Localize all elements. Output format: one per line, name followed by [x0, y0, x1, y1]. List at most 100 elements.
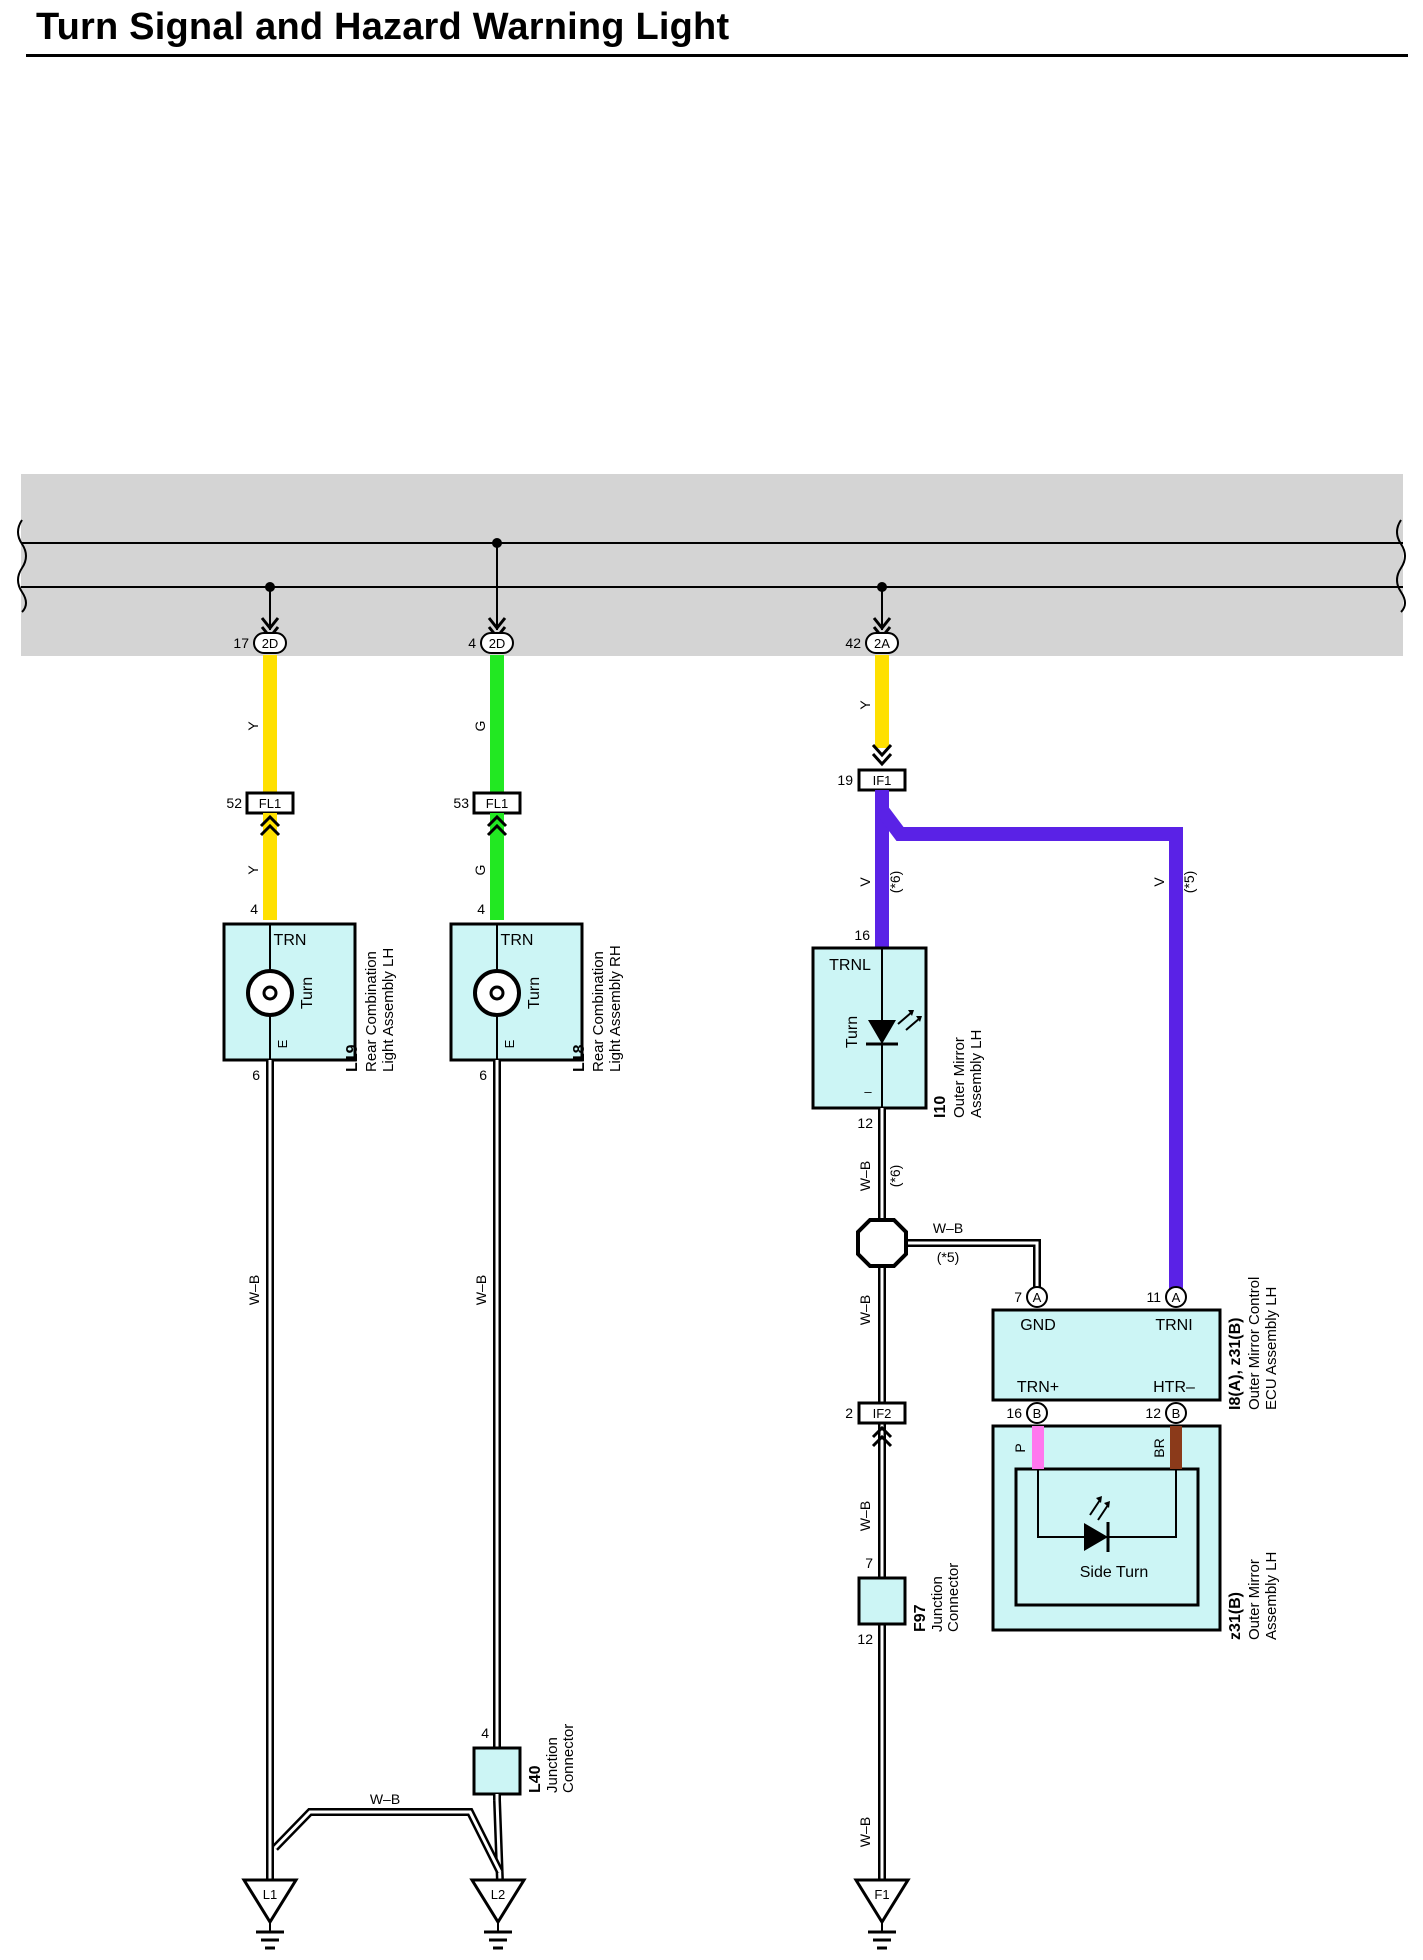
svg-text:L2: L2 [491, 1887, 505, 1902]
wire-code: V [857, 877, 873, 887]
wire-code: W–B [246, 1275, 262, 1305]
connector-arrow [871, 1425, 893, 1448]
svg-text:Outer Mirror Control: Outer Mirror Control [1246, 1277, 1263, 1410]
connector-arrow [259, 814, 281, 837]
component-z31-label: z31(B) Outer Mirror Assembly LH [1227, 1552, 1280, 1640]
svg-text:L18: L18 [571, 1044, 588, 1072]
component-f97-junction [857, 1576, 907, 1626]
connector-if2-2: IF2 2 [845, 1401, 907, 1425]
svg-text:Connector: Connector [945, 1563, 962, 1632]
svg-text:7: 7 [1014, 1289, 1022, 1305]
ecu-pin-gnd: A 7 [1014, 1286, 1048, 1308]
connector-2a-42: 2A 42 [845, 632, 899, 654]
connector-2d-17: 2D 17 [233, 632, 287, 654]
led-icon [1084, 1523, 1108, 1551]
svg-text:Assembly LH: Assembly LH [1263, 1552, 1280, 1640]
component-ecu: GND TRNI TRN+ HTR– [991, 1308, 1222, 1402]
wire-code: BR [1151, 1438, 1167, 1457]
bulb-icon [473, 969, 521, 1017]
inner-label: Turn [526, 977, 543, 1009]
pin-number: 53 [453, 795, 469, 811]
inner-label: Side Turn [1080, 1564, 1148, 1581]
pin-number: 52 [226, 795, 242, 811]
wire-y-lower-l19 [263, 813, 277, 920]
wire-code: W–B [857, 1161, 873, 1191]
wire-code: W–B [857, 1501, 873, 1531]
wire-note: (*5) [1181, 871, 1197, 894]
component-l18-label: L18 Rear Combination Light Assembly RH [571, 945, 624, 1072]
wire-code: W–B [933, 1220, 963, 1236]
pin-number: 16 [854, 927, 870, 943]
connector-name: IF1 [873, 773, 892, 788]
component-l19-label: L19 Rear Combination Light Assembly LH [344, 948, 397, 1072]
connector-name: 2D [489, 636, 506, 651]
svg-text:B: B [1033, 1406, 1042, 1421]
connector-2d-4: 2D 4 [468, 632, 514, 654]
wire-code: W–B [370, 1791, 400, 1807]
wire-y-i10 [875, 655, 889, 748]
wire-v-to-ecu [876, 805, 1183, 1290]
component-ecu-label: I8(A), z31(B) Outer Mirror Control ECU A… [1227, 1277, 1280, 1410]
wire-code: Y [245, 721, 261, 731]
component-z31-mirror: Side Turn [991, 1424, 1222, 1632]
pin-number: 6 [252, 1067, 260, 1083]
terminal-label: – [864, 1084, 872, 1099]
terminal-label: TRN+ [1017, 1379, 1059, 1396]
ecu-pin-trni: A 11 [1146, 1286, 1187, 1308]
svg-text:Rear Combination: Rear Combination [363, 951, 380, 1072]
svg-text:Light Assembly LH: Light Assembly LH [380, 948, 397, 1072]
svg-text:z31(B): z31(B) [1227, 1592, 1244, 1640]
wire-note: (*6) [887, 871, 903, 894]
bus-break-left [17, 519, 27, 613]
wire-code: P [1012, 1443, 1028, 1452]
pin-number: 6 [479, 1067, 487, 1083]
connector-fl1-52: FL1 52 [226, 791, 295, 815]
terminal-label: TRNL [829, 957, 871, 974]
wire-code: G [472, 865, 488, 876]
svg-text:Rear Combination: Rear Combination [590, 951, 607, 1072]
ecu-pin-htr: B 12 [1145, 1402, 1187, 1424]
wire-code: W–B [473, 1275, 489, 1305]
bulb-icon [246, 969, 294, 1017]
terminal-label: TRNI [1155, 1317, 1192, 1334]
wire-code: V [1151, 877, 1167, 887]
svg-text:Junction: Junction [929, 1576, 946, 1632]
svg-text:F97: F97 [912, 1604, 929, 1632]
pin-number: 4 [250, 901, 258, 917]
connector-name: IF2 [873, 1406, 892, 1421]
connector-arrow [871, 743, 893, 767]
wire-y-upper-l19 [263, 655, 277, 793]
svg-text:Outer Mirror: Outer Mirror [951, 1037, 968, 1118]
svg-text:Assembly LH: Assembly LH [968, 1030, 985, 1118]
svg-text:L19: L19 [344, 1044, 361, 1072]
component-l19-lamp: TRN Turn E [222, 922, 357, 1062]
wire-code: G [472, 721, 488, 732]
wire-g-lower-l18 [490, 813, 504, 920]
svg-text:Light Assembly RH: Light Assembly RH [607, 945, 624, 1072]
connector-name: FL1 [259, 796, 281, 811]
wire-code: W–B [857, 1295, 873, 1325]
component-l18-lamp: TRN Turn E [449, 922, 584, 1062]
wire-note: (*5) [937, 1249, 960, 1265]
pin-number: 42 [845, 635, 861, 651]
connector-name: FL1 [486, 796, 508, 811]
component-l40-junction [472, 1746, 522, 1796]
inner-label: Turn [844, 1016, 861, 1048]
svg-text:12: 12 [1145, 1405, 1161, 1421]
title-rule [26, 54, 1408, 57]
splice-point [856, 1218, 908, 1268]
connector-if1-19: IF1 19 [837, 768, 907, 792]
pin-number: 17 [233, 635, 249, 651]
svg-text:16: 16 [1006, 1405, 1022, 1421]
wire-code: W–B [857, 1817, 873, 1847]
svg-text:L1: L1 [263, 1887, 277, 1902]
connector-name: 2D [262, 636, 279, 651]
svg-text:Connector: Connector [560, 1724, 577, 1793]
connector-name: 2A [874, 636, 890, 651]
svg-text:B: B [1172, 1406, 1181, 1421]
pin-number: 19 [837, 772, 853, 788]
inner-label: Turn [299, 977, 316, 1009]
ecu-pin-trnp: B 16 [1006, 1402, 1048, 1424]
terminal-label: E [275, 1039, 290, 1048]
